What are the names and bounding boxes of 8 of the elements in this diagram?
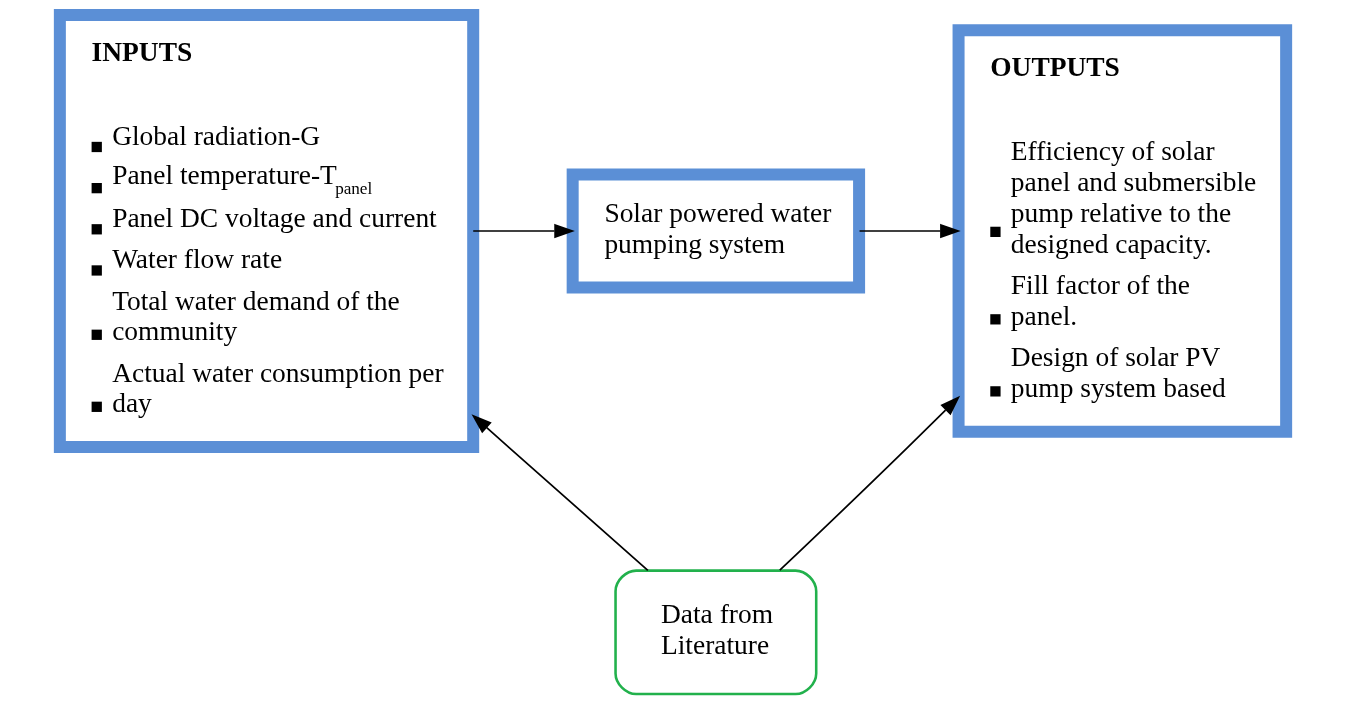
node-box: OUTPUTS Efficiency of solar panel and submersible pump relative to the designed capacity. Fill factor of the panel. Design of solar PV pump system based	[952, 24, 1292, 438]
arrow	[778, 395, 960, 572]
node-box: INPUTS Global radiation-G Panel temperature-T$_{panel}$ Panel DC voltage and current Water flow rate Total water demand of the community Actual water consumption per day	[53, 8, 479, 454]
arrow	[471, 223, 575, 239]
arrow	[858, 223, 961, 239]
node-box: Solar powered water pumping system	[566, 168, 865, 294]
arrow	[471, 414, 649, 572]
node-box: Data from Literature	[613, 569, 817, 696]
